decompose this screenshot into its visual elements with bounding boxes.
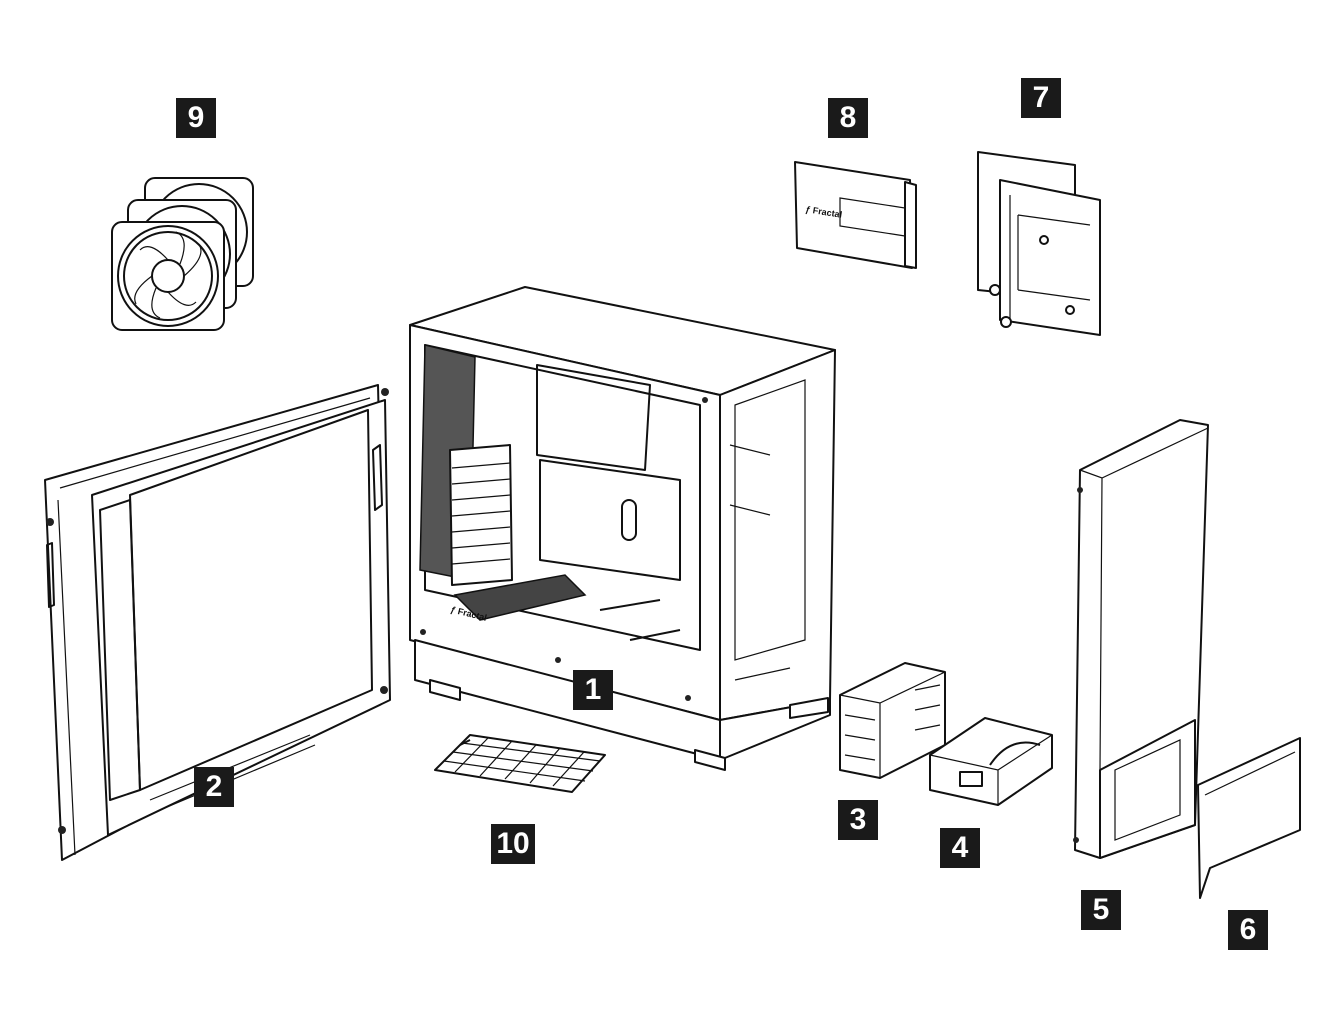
part-label-6: 6 (1228, 910, 1268, 950)
part-label-5: 5 (1081, 890, 1121, 930)
side-panels-illustration (44, 384, 391, 861)
part-label-1: 1 (573, 670, 613, 710)
part-label-8: 8 (828, 98, 868, 138)
part-label-2: 2 (194, 767, 234, 807)
psu-cover-illustration (1197, 737, 1301, 899)
ssd-brackets-illustration (977, 151, 1101, 336)
part-label-4: 4 (940, 828, 980, 868)
psu-tray-illustration (929, 717, 1053, 806)
fans-illustration (111, 177, 254, 331)
part-label-9: 9 (176, 98, 216, 138)
part-label-3: 3 (838, 800, 878, 840)
dust-filter-illustration (434, 734, 606, 793)
front-panel-illustration (1073, 419, 1209, 859)
part-label-10: 10 (491, 824, 535, 864)
case-chassis-illustration: ƒ Fractal (409, 286, 836, 771)
ssd-plate-illustration: ƒ Fractal (794, 161, 917, 269)
part-label-7: 7 (1021, 78, 1061, 118)
